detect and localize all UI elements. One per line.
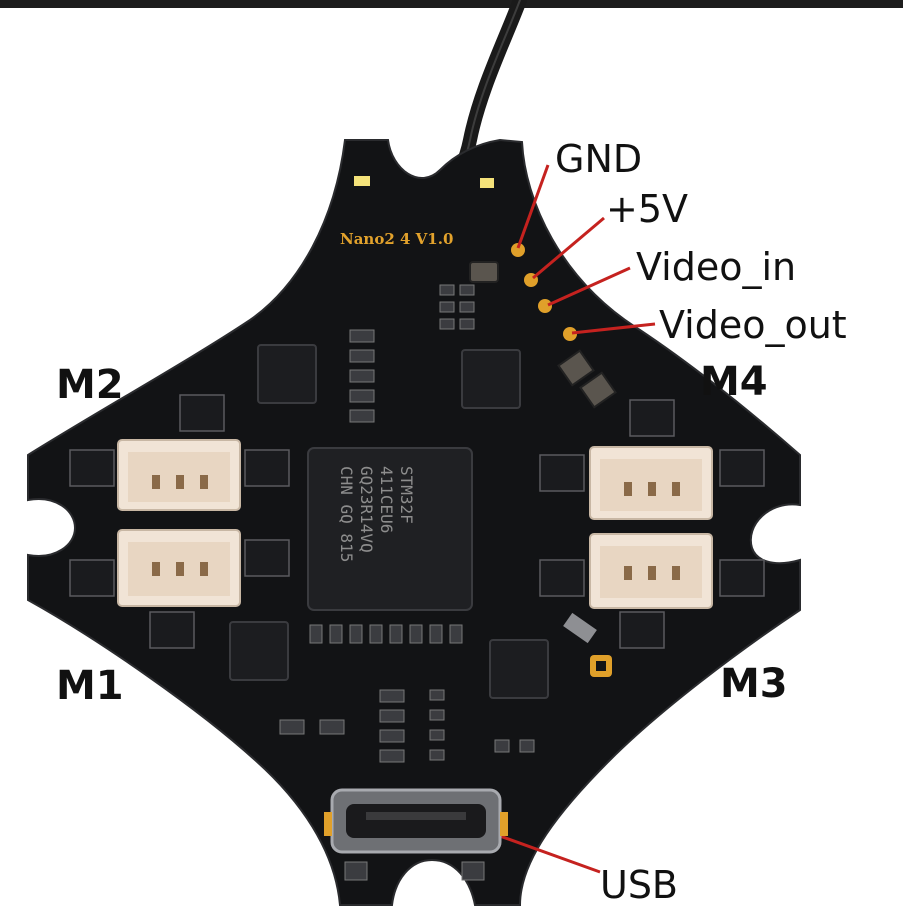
label-m2: M2 bbox=[56, 362, 124, 408]
label-m4: M4 bbox=[700, 359, 768, 405]
label-video-in: Video_in bbox=[636, 245, 797, 289]
motor-connectors bbox=[117, 439, 713, 609]
mcu-marking: STM32F 411CEU6 GQ23R14VQ CHN GQ 815 bbox=[337, 466, 416, 563]
board-silkscreen: Nano2 4 V1.0 bbox=[340, 230, 454, 248]
label-5v: +5V bbox=[606, 187, 689, 231]
label-m3: M3 bbox=[720, 661, 788, 707]
crystal bbox=[563, 612, 597, 644]
label-m1: M1 bbox=[56, 663, 124, 709]
label-gnd: GND bbox=[555, 137, 643, 181]
mosfets bbox=[69, 394, 765, 649]
capacitors bbox=[469, 261, 617, 409]
label-usb: USB bbox=[600, 863, 679, 907]
signal-pads bbox=[511, 243, 577, 341]
label-video-out: Video_out bbox=[659, 303, 847, 347]
driver-ics bbox=[229, 344, 549, 699]
passive-components bbox=[279, 284, 535, 763]
top-bar bbox=[0, 0, 903, 8]
led-left bbox=[354, 176, 370, 186]
bottom-mount-hole bbox=[394, 867, 470, 922]
usb-port bbox=[324, 788, 508, 854]
mcu-chip bbox=[307, 447, 473, 611]
led-right bbox=[480, 178, 494, 188]
